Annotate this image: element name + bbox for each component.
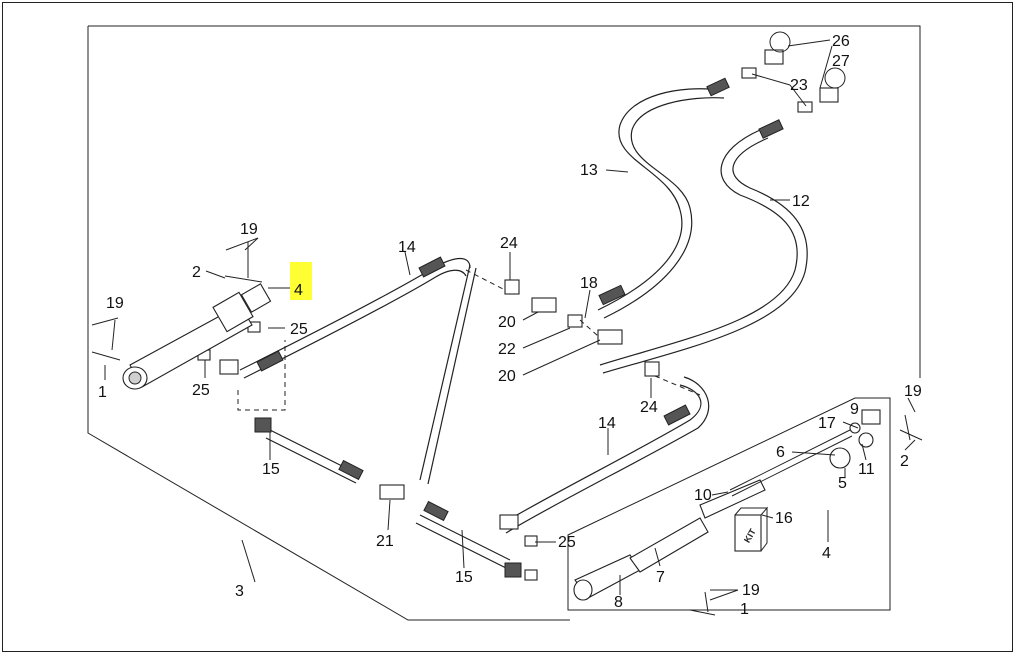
pin-1-left	[91, 351, 121, 361]
callout-10: 10	[694, 487, 712, 504]
quick-coupler-27	[819, 87, 839, 103]
callout-20-top: 20	[498, 314, 516, 331]
callout-12: 12	[792, 193, 810, 210]
fitting-15-lower-start	[423, 500, 449, 522]
callout-13: 13	[580, 162, 598, 179]
callout-18: 18	[580, 275, 598, 292]
fitting-15-upper	[254, 417, 272, 433]
callout-27: 27	[832, 53, 850, 70]
kit-4-boundary	[567, 397, 891, 611]
cotter-19-right	[904, 414, 911, 441]
callout-19-left: 19	[106, 295, 124, 312]
elbow-fitting-14	[499, 514, 519, 530]
assembly-3-boundary	[87, 25, 921, 621]
callout-25-left-top: 25	[290, 321, 308, 338]
callout-7: 7	[656, 569, 665, 586]
callout-26: 26	[832, 33, 850, 50]
callout-19-left-top: 19	[240, 221, 258, 238]
hose-13	[597, 88, 721, 311]
seal-17	[849, 422, 861, 434]
kit-parts	[573, 409, 923, 616]
fitting-14-top	[418, 256, 446, 278]
callout-5: 5	[838, 475, 847, 492]
callout-6: 6	[776, 444, 785, 461]
fitting-15-upper-end	[338, 459, 364, 481]
bushing-5	[829, 447, 851, 469]
hose-14-mid	[499, 384, 702, 526]
callout-14-top: 14	[398, 239, 416, 256]
callout-8: 8	[614, 594, 623, 611]
callout-16: 16	[775, 510, 793, 527]
hose-12	[599, 129, 798, 366]
kit-box-16	[734, 514, 762, 552]
callout-22: 22	[498, 341, 516, 358]
callout-15-left: 15	[262, 461, 280, 478]
callout-19-right: 19	[904, 383, 922, 400]
callout-4-highlighted: 4	[294, 282, 303, 299]
pin-2-left	[224, 275, 263, 283]
callout-20-bottom: 20	[498, 368, 516, 385]
callout-1-kit: 1	[740, 601, 749, 618]
callout-1-left: 1	[98, 384, 107, 401]
fitting-15-lower-end	[504, 562, 522, 578]
fitting-24-top	[504, 279, 520, 295]
callout-14-mid: 14	[598, 415, 616, 432]
callout-17: 17	[818, 415, 836, 432]
highlight-marker	[290, 262, 312, 300]
fitting-25-bottom	[524, 569, 538, 581]
hose-15-lower	[419, 514, 511, 561]
fitting-14-left	[256, 350, 284, 372]
tee-21	[379, 484, 405, 500]
fitting-13-end	[706, 77, 730, 97]
fitting-12-end	[758, 119, 784, 139]
callout-2-left: 2	[192, 264, 201, 281]
leader-lines	[91, 39, 916, 611]
elbow-fitting-left	[219, 359, 239, 375]
callout-24-top: 24	[500, 235, 518, 252]
callout-2-right: 2	[900, 453, 909, 470]
callout-15-bottom: 15	[455, 569, 473, 586]
callout-11: 11	[858, 461, 875, 478]
callout-labels: 26 27 23 13 12 19 2 4 14 24 18 20 22 20 …	[98, 33, 922, 618]
pin-1-kit	[689, 609, 716, 616]
hydraulic-cylinder	[122, 283, 272, 390]
callout-21: 21	[376, 533, 394, 550]
fitting-25-mid	[524, 535, 538, 547]
callout-19-kit: 19	[742, 582, 760, 599]
callout-23: 23	[790, 77, 808, 94]
fitting-13-lower	[598, 284, 626, 306]
pin-2-right	[899, 429, 923, 441]
callout-4-kit: 4	[822, 545, 831, 562]
callout-25-mid: 25	[558, 534, 576, 551]
fitting-14-mid-end	[663, 404, 691, 426]
coupler-23-bottom	[797, 101, 813, 113]
tee-20-top	[531, 297, 557, 313]
callout-25-left-bottom: 25	[192, 382, 210, 399]
callout-9: 9	[850, 401, 859, 418]
cotter-19-kit	[704, 591, 709, 613]
callout-24-mid: 24	[640, 399, 658, 416]
callout-3: 3	[235, 583, 244, 600]
coupler-23-top	[741, 67, 757, 79]
tee-20-bottom	[597, 329, 623, 345]
washer-11	[858, 432, 874, 448]
cotter-19-left	[111, 319, 116, 351]
fitting-24-mid	[644, 361, 660, 377]
fitting-9	[861, 409, 881, 425]
tee-22	[567, 314, 583, 328]
